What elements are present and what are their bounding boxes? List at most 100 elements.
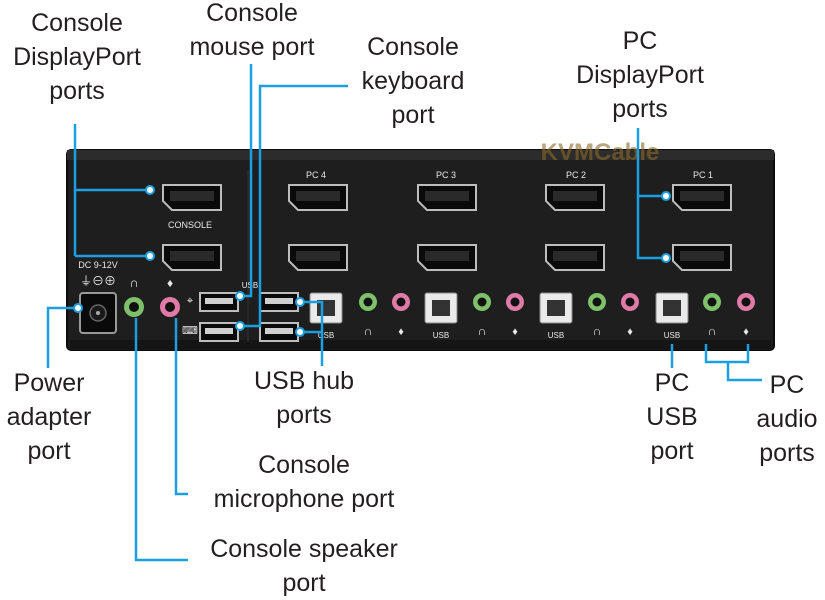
pc4-speaker-port[interactable] — [359, 293, 377, 311]
pc4-microphone-port[interactable] — [392, 293, 410, 311]
console-label: CONSOLE — [168, 220, 212, 230]
callout-console-mouse: Console mouse port — [178, 0, 326, 64]
callout-line: DisplayPort — [576, 61, 704, 89]
pc3-label: PC 3 — [436, 170, 456, 180]
callout-line: mouse port — [189, 33, 315, 61]
pc4-displayport-top[interactable] — [288, 184, 348, 211]
callout-line: Console — [258, 451, 350, 479]
pc1-microphone-port[interactable] — [737, 293, 755, 311]
leader-endpoints — [73, 185, 671, 337]
callout-console-speaker: Console speaker port — [196, 532, 412, 600]
pc2-speaker-port[interactable] — [588, 293, 606, 311]
leader-console-microphone — [174, 318, 188, 496]
pc1-usb-label: USB — [664, 331, 680, 340]
callout-line: Power — [13, 369, 85, 397]
usb-hub-port-top[interactable] — [259, 292, 299, 312]
pc4-headphone-icon: ∩ — [364, 324, 373, 338]
pc4-label: PC 4 — [306, 170, 326, 180]
pc4-microphone-icon: ♦ — [398, 326, 404, 338]
pc3-displayport-bottom[interactable] — [417, 244, 477, 271]
console-displayport-bottom[interactable] — [162, 244, 222, 271]
watermark: KVMCable — [541, 139, 660, 166]
callout-console-keyboard: Console keyboard port — [345, 30, 481, 132]
pc2-usb-b-port[interactable] — [539, 292, 573, 324]
callout-line: microphone port — [213, 485, 395, 513]
console-mouse-usb-port[interactable] — [199, 292, 239, 312]
dc-label: DC 9-12V — [78, 260, 118, 270]
console-keyboard-usb-port[interactable] — [199, 322, 239, 342]
power-adapter-port[interactable] — [79, 292, 117, 334]
leader-console-keyboard — [240, 84, 348, 328]
leader-lines — [46, 64, 762, 562]
callout-console-displayport: Console DisplayPort ports — [2, 6, 152, 108]
leader-usb-hub — [300, 300, 324, 366]
callout-line: PC — [622, 27, 658, 55]
pc2-displayport-top[interactable] — [545, 184, 605, 211]
mouse-icon: ⌖ — [187, 295, 193, 307]
callout-line: ports — [276, 401, 332, 429]
pc2-label: PC 2 — [566, 170, 586, 180]
pc3-microphone-port[interactable] — [506, 293, 524, 311]
pc2-microphone-port[interactable] — [621, 293, 639, 311]
pc1-headphone-icon: ∩ — [708, 324, 717, 338]
pc1-label: PC 1 — [693, 170, 713, 180]
keyboard-icon: ⌨ — [182, 325, 198, 337]
pc4-usb-label: USB — [318, 331, 334, 340]
callout-line: audio — [756, 405, 818, 433]
pc1-microphone-icon: ♦ — [743, 326, 749, 338]
callout-line: ports — [49, 77, 105, 105]
pc2-displayport-bottom[interactable] — [545, 244, 605, 271]
usb-hub-port-bottom[interactable] — [259, 322, 299, 342]
callout-line: PC — [654, 369, 690, 397]
callout-line: ports — [759, 439, 815, 467]
chassis-bottom-edge — [70, 340, 771, 350]
pc3-headphone-icon: ∩ — [478, 324, 487, 338]
leader-console-speaker — [134, 318, 188, 562]
console-speaker-port[interactable] — [124, 297, 144, 317]
console-displayport-top[interactable] — [162, 184, 222, 211]
callout-line: USB hub — [253, 367, 355, 395]
callout-line: USB — [646, 403, 698, 431]
leader-pc-displayport-lower — [636, 196, 666, 260]
pc3-usb-b-port[interactable] — [424, 292, 458, 324]
callout-console-microphone: Console microphone port — [194, 448, 414, 516]
callout-pc-audio: PC audio ports — [748, 368, 825, 470]
pc3-displayport-top[interactable] — [417, 184, 477, 211]
callout-line: Console — [31, 9, 123, 37]
callout-line: Console — [206, 0, 298, 27]
pc1-displayport-bottom[interactable] — [672, 244, 732, 271]
pc4-usb-b-port[interactable] — [309, 292, 343, 324]
callout-line: port — [650, 437, 694, 465]
callout-line: Console — [367, 33, 459, 61]
callout-line: port — [282, 569, 326, 597]
callout-line: adapter — [6, 403, 92, 431]
callout-pc-usb: PC USB port — [636, 366, 708, 468]
console-microphone-port[interactable] — [160, 297, 180, 317]
callout-line: DisplayPort — [13, 43, 141, 71]
leader-power — [46, 306, 78, 368]
microphone-icon: ♦ — [167, 276, 173, 290]
pc1-displayport-top[interactable] — [672, 184, 732, 211]
pc3-microphone-icon: ♦ — [512, 326, 518, 338]
callout-line: ports — [612, 95, 668, 123]
callout-line: keyboard — [361, 67, 465, 95]
callout-power-adapter: Power adapter port — [3, 366, 95, 468]
callout-line: port — [391, 101, 435, 129]
chassis-top-edge — [67, 150, 774, 160]
callout-line: port — [27, 437, 71, 465]
pc3-speaker-port[interactable] — [473, 293, 491, 311]
pc4-displayport-bottom[interactable] — [288, 244, 348, 271]
callout-line: PC — [769, 371, 805, 399]
pc3-usb-label: USB — [433, 331, 449, 340]
pc2-usb-label: USB — [548, 331, 564, 340]
pc2-microphone-icon: ♦ — [627, 326, 633, 338]
callout-pc-displayport: PC DisplayPort ports — [560, 24, 720, 126]
pc2-headphone-icon: ∩ — [593, 324, 602, 338]
dc-polarity-symbol: ⏚⊖⊕ — [80, 274, 116, 288]
pc1-speaker-port[interactable] — [703, 293, 721, 311]
pc1-usb-b-port[interactable] — [655, 292, 689, 324]
headphone-icon: ∩ — [129, 275, 138, 290]
callout-line: Console speaker — [210, 535, 398, 563]
callout-usb-hub: USB hub ports — [244, 364, 364, 432]
